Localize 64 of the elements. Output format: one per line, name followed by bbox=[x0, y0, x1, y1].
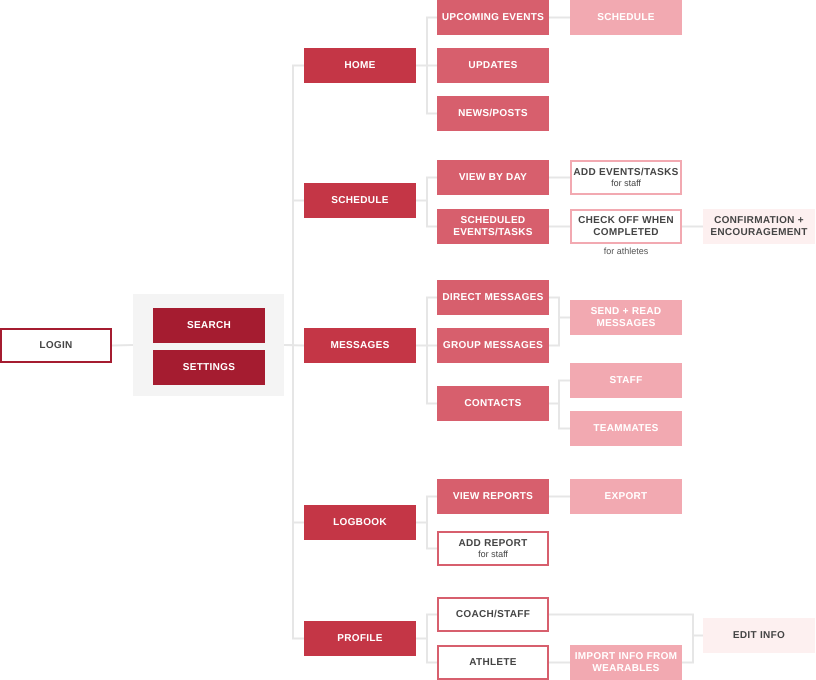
section-box bbox=[304, 505, 416, 540]
node-label: CONTACTS bbox=[464, 398, 522, 410]
feature-box bbox=[437, 0, 549, 35]
feature-box bbox=[437, 479, 549, 514]
node-label: COACH/STAFF bbox=[456, 608, 530, 620]
action-box bbox=[570, 160, 682, 195]
menu-box bbox=[153, 308, 265, 343]
node-label: ADD REPORT bbox=[458, 538, 528, 550]
node-label: SCHEDULED EVENTS/TASKS bbox=[452, 214, 534, 238]
node-label: SEARCH bbox=[186, 320, 232, 332]
node-label: SCHEDULE bbox=[597, 12, 655, 24]
node-label: DIRECT MESSAGES bbox=[442, 292, 544, 304]
action-box bbox=[570, 645, 682, 680]
action-box bbox=[570, 479, 682, 514]
feature-box bbox=[437, 386, 549, 421]
action-box bbox=[570, 300, 682, 335]
node-label: MESSAGES bbox=[330, 340, 390, 352]
note-text: for athletes bbox=[602, 246, 650, 256]
feature-box bbox=[437, 531, 549, 566]
node-label: LOGIN bbox=[39, 340, 73, 352]
feature-box bbox=[437, 209, 549, 244]
action-box bbox=[570, 0, 682, 35]
node-label: PROFILE bbox=[337, 632, 383, 644]
feature-box bbox=[437, 645, 549, 680]
node-label: NEWS/POSTS bbox=[458, 108, 528, 120]
node-label: EXPORT bbox=[604, 490, 648, 502]
node-label: SEND + READ MESSAGES bbox=[590, 306, 662, 330]
result-box bbox=[703, 209, 815, 244]
node-label: STAFF bbox=[610, 374, 642, 386]
feature-box bbox=[437, 328, 549, 363]
node-label: VIEW BY DAY bbox=[458, 172, 528, 184]
result-box bbox=[703, 618, 815, 653]
node-label: ATHLETE bbox=[469, 656, 517, 668]
node-label: SETTINGS bbox=[182, 362, 236, 374]
node-label: CHECK OFF WHEN COMPLETED bbox=[577, 214, 675, 238]
note-text: for staff bbox=[478, 550, 508, 560]
section-box bbox=[304, 183, 416, 218]
section-box bbox=[304, 328, 416, 363]
action-box bbox=[570, 209, 682, 244]
action-box bbox=[570, 363, 682, 398]
feature-box bbox=[437, 280, 549, 315]
node-label: VIEW REPORTS bbox=[452, 490, 534, 502]
node-label: EDIT INFO bbox=[732, 630, 786, 642]
note-text: for staff bbox=[611, 178, 641, 188]
node-label: UPCOMING EVENTS bbox=[442, 12, 544, 24]
node-label: GROUP MESSAGES bbox=[442, 340, 544, 352]
login-box bbox=[0, 328, 112, 363]
node-label: TEAMMATES bbox=[593, 422, 659, 434]
node-label: IMPORT INFO FROM WEARABLES bbox=[574, 650, 678, 674]
menu-box bbox=[153, 350, 265, 385]
feature-box bbox=[437, 96, 549, 131]
node-label: CONFIRMATION + ENCOURAGEMENT bbox=[709, 214, 809, 238]
section-box bbox=[304, 621, 416, 656]
node-label: HOME bbox=[344, 60, 376, 72]
node-label: SCHEDULE bbox=[331, 194, 389, 206]
menu-panel bbox=[133, 294, 284, 396]
section-box bbox=[304, 48, 416, 83]
feature-box bbox=[437, 48, 549, 83]
node-label: UPDATES bbox=[468, 60, 518, 72]
action-box bbox=[570, 411, 682, 446]
feature-box bbox=[437, 597, 549, 632]
node-label: LOGBOOK bbox=[333, 516, 387, 528]
node-label: ADD EVENTS/TASKS bbox=[573, 166, 679, 179]
feature-box bbox=[437, 160, 549, 195]
